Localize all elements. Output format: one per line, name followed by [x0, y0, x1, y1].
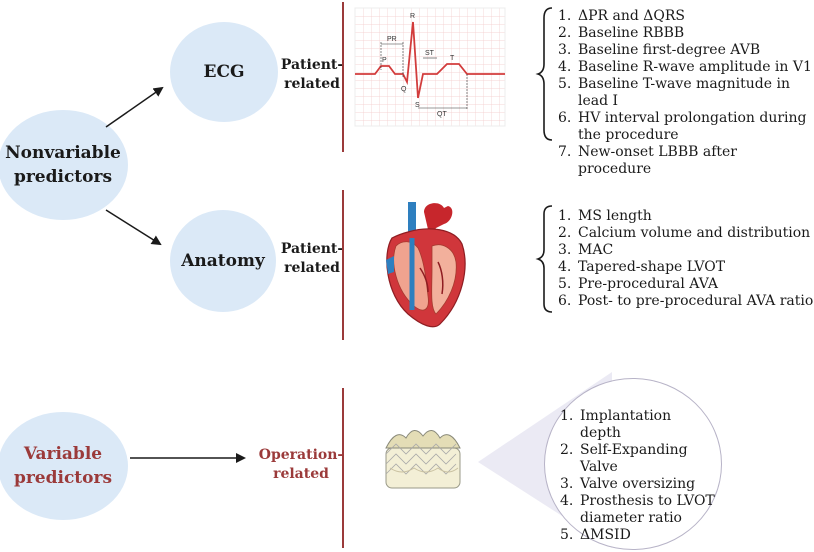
- anatomy-side-line1: Patient-: [280, 241, 344, 257]
- operation-items-circle: [544, 378, 722, 550]
- valve-prosthesis-illustration: [385, 430, 461, 489]
- ecg-item-text: ΔPR and ΔQRS: [578, 8, 686, 24]
- operation-side-line2: related: [273, 466, 329, 482]
- anatomy-predictor-list: 1. MS length 2. Calcium volume and distribu…: [558, 208, 814, 310]
- ecg-item-text: New-onset LBBB after procedure: [578, 144, 737, 177]
- anatomy-brace: [535, 205, 553, 313]
- ecg-item-text: Baseline RBBB: [578, 25, 685, 41]
- ecg-item: 7. New-onset LBBB after procedure: [558, 144, 814, 178]
- anatomy-item-text: MS length: [578, 208, 652, 224]
- ecg-item-number: 6.: [558, 110, 572, 126]
- variable-line2: predictors: [13, 468, 113, 488]
- ecg-trace: [355, 21, 505, 99]
- operation-item: 2. Self-Expanding Valve: [560, 442, 716, 476]
- operation-item-number: 5.: [560, 527, 574, 543]
- ecg-item-text: Baseline T-wave magnitude in lead I: [578, 76, 790, 109]
- ecg-item-number: 7.: [558, 144, 572, 160]
- operation-predictor-list: 1. Implantation depth 2. Self-Expanding Val…: [560, 408, 716, 544]
- operation-item: 5. ΔMSID: [560, 527, 716, 544]
- operation-item-number: 3.: [560, 476, 574, 492]
- anatomy-item: 4. Tapered-shape LVOT: [558, 259, 814, 276]
- ecg-item: 2. Baseline RBBB: [558, 25, 814, 42]
- ecg-waveform-illustration: R PR ST P T Q S QT: [354, 7, 506, 127]
- ecg-item-number: 5.: [558, 76, 572, 92]
- ecg-brace: [535, 7, 553, 141]
- operation-item-text: Prosthesis to LVOT diameter ratio: [580, 493, 715, 526]
- wave-label-s: S: [415, 102, 420, 109]
- ecg-divider: [342, 2, 344, 152]
- anatomy-item-text: Tapered-shape LVOT: [578, 259, 726, 275]
- ecg-item-number: 1.: [558, 8, 572, 24]
- ecg-item-number: 3.: [558, 42, 572, 58]
- arrow-to-ecg: [105, 86, 164, 128]
- wave-label-q: Q: [401, 86, 407, 93]
- variable-line1: Variable: [23, 444, 103, 464]
- wave-label-t: T: [450, 55, 455, 62]
- heart-illustration: [386, 202, 466, 328]
- operation-item: 1. Implantation depth: [560, 408, 716, 442]
- ecg-item: 4. Baseline R-wave amplitude in V1: [558, 59, 814, 76]
- anatomy-item: 3. MAC: [558, 242, 814, 259]
- operation-item-number: 4.: [560, 493, 574, 509]
- ecg-item-number: 4.: [558, 59, 572, 75]
- operation-item-text: ΔMSID: [580, 527, 631, 543]
- anatomy-item-number: 1.: [558, 208, 572, 224]
- ecg-item-number: 2.: [558, 25, 572, 41]
- operation-side-line1: Operation-: [258, 447, 344, 463]
- anatomy-item: 6. Post- to pre-procedural AVA ratio: [558, 293, 814, 310]
- ecg-side-label: Patient- related: [278, 56, 346, 94]
- wave-label-p: P: [382, 57, 387, 64]
- operation-item-text: Implantation depth: [580, 408, 672, 441]
- ecg-side-line1: Patient-: [280, 57, 344, 73]
- ecg-predictor-list: 1. ΔPR and ΔQRS 2. Baseline RBBB 3. Baseline …: [558, 8, 814, 178]
- wave-label-st: ST: [425, 50, 435, 57]
- operation-side-label: Operation- related: [255, 446, 347, 484]
- wave-label-r: R: [410, 13, 415, 20]
- nonvariable-line1: Nonvariable: [5, 143, 121, 163]
- ecg-item: 5. Baseline T-wave magnitude in lead I: [558, 76, 814, 110]
- anatomy-title: Anatomy: [181, 251, 265, 271]
- anatomy-item-text: Post- to pre-procedural AVA ratio: [578, 293, 814, 309]
- ecg-node: ECG: [170, 22, 278, 122]
- operation-divider: [342, 388, 344, 548]
- anatomy-item: 1. MS length: [558, 208, 814, 225]
- ecg-item-text: Baseline R-wave amplitude in V1: [578, 59, 812, 75]
- wave-label-qt: QT: [437, 111, 447, 118]
- anatomy-node: Anatomy: [170, 210, 276, 312]
- operation-item-number: 1.: [560, 408, 574, 424]
- anatomy-item-number: 6.: [558, 293, 572, 309]
- anatomy-item-number: 5.: [558, 276, 572, 292]
- arrow-to-anatomy: [105, 209, 162, 246]
- ecg-item-text: Baseline first-degree AVB: [578, 42, 761, 58]
- operation-item: 3. Valve oversizing: [560, 476, 716, 493]
- nonvariable-line2: predictors: [13, 167, 113, 187]
- anatomy-item: 2. Calcium volume and distribution: [558, 225, 814, 242]
- anatomy-item-number: 3.: [558, 242, 572, 258]
- anatomy-item-number: 2.: [558, 225, 572, 241]
- anatomy-side-line2: related: [284, 260, 340, 276]
- operation-item-number: 2.: [560, 442, 574, 458]
- ecg-item-text: HV interval prolongation during the proc…: [578, 110, 807, 143]
- anatomy-item-text: Pre-procedural AVA: [578, 276, 718, 292]
- anatomy-side-label: Patient- related: [278, 240, 346, 278]
- anatomy-item-text: Calcium volume and distribution: [578, 225, 811, 241]
- operation-item: 4. Prosthesis to LVOT diameter ratio: [560, 493, 716, 527]
- ecg-item: 3. Baseline first-degree AVB: [558, 42, 814, 59]
- anatomy-item-number: 4.: [558, 259, 572, 275]
- ecg-title: ECG: [203, 62, 245, 82]
- wave-label-pr: PR: [387, 36, 397, 43]
- ecg-item: 1. ΔPR and ΔQRS: [558, 8, 814, 25]
- ecg-item: 6. HV interval prolongation during the pr…: [558, 110, 814, 144]
- variable-predictors-node: Variable predictors: [0, 412, 128, 520]
- operation-item-text: Self-Expanding Valve: [580, 442, 688, 475]
- ecg-side-line2: related: [284, 76, 340, 92]
- operation-item-text: Valve oversizing: [580, 476, 696, 492]
- anatomy-item: 5. Pre-procedural AVA: [558, 276, 814, 293]
- anatomy-divider: [342, 190, 344, 340]
- nonvariable-predictors-node: Nonvariable predictors: [0, 110, 128, 220]
- anatomy-item-text: MAC: [578, 242, 614, 258]
